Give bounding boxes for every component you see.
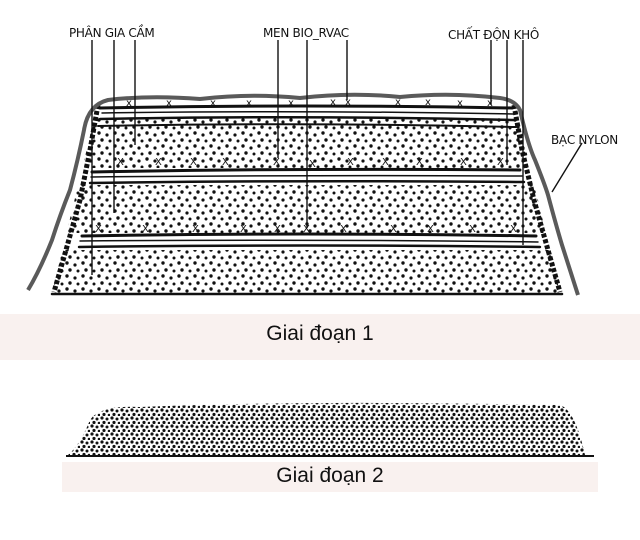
svg-text:x: x bbox=[210, 98, 216, 109]
leader-lines bbox=[91, 40, 583, 275]
svg-text:x: x bbox=[487, 98, 493, 109]
pile-body bbox=[52, 103, 560, 293]
svg-text:X: X bbox=[155, 157, 162, 168]
svg-text:X: X bbox=[222, 157, 229, 168]
label-manure: PHÂN GIA CẦM bbox=[69, 26, 155, 40]
svg-text:X: X bbox=[309, 159, 316, 170]
svg-text:X: X bbox=[190, 157, 197, 168]
svg-text:X: X bbox=[497, 157, 504, 168]
nylon-cover bbox=[26, 92, 580, 296]
svg-text:X: X bbox=[510, 224, 517, 235]
svg-text:X: X bbox=[303, 224, 310, 235]
stage2-caption-band: Giai đoạn 2 bbox=[62, 462, 598, 492]
svg-text:X: X bbox=[142, 224, 149, 235]
svg-text:x: x bbox=[330, 97, 336, 108]
svg-text:x: x bbox=[425, 97, 431, 108]
svg-text:x: x bbox=[126, 98, 132, 109]
label-bio-yeast: MEN BIO_RVAC bbox=[263, 26, 349, 40]
svg-text:x: x bbox=[246, 98, 252, 109]
svg-text:X: X bbox=[382, 157, 389, 168]
label-nylon-cover: BẠC NYLON bbox=[551, 133, 618, 147]
stage2-caption: Giai đoạn 2 bbox=[276, 464, 384, 487]
svg-text:X: X bbox=[460, 157, 467, 168]
svg-text:X: X bbox=[192, 224, 199, 235]
svg-text:x: x bbox=[457, 98, 463, 109]
svg-text:X: X bbox=[240, 224, 247, 235]
svg-text:x: x bbox=[288, 98, 294, 109]
svg-text:X: X bbox=[95, 224, 102, 235]
svg-text:X: X bbox=[347, 157, 354, 168]
stage2-pile-illustration bbox=[66, 402, 594, 457]
svg-text:x: x bbox=[395, 97, 401, 108]
svg-text:X: X bbox=[340, 224, 347, 235]
svg-text:X: X bbox=[273, 157, 280, 168]
stage1-caption-band: Giai đoạn 1 bbox=[0, 314, 640, 360]
svg-text:x: x bbox=[345, 97, 351, 108]
svg-text:X: X bbox=[390, 224, 397, 235]
svg-text:x: x bbox=[166, 98, 172, 109]
svg-text:X: X bbox=[274, 224, 281, 235]
svg-text:X: X bbox=[469, 224, 476, 235]
svg-text:X: X bbox=[117, 157, 124, 168]
dry-bedding-layers bbox=[50, 104, 564, 296]
svg-text:X: X bbox=[416, 157, 423, 168]
svg-text:X: X bbox=[427, 224, 434, 235]
label-dry-bedding: CHẤT ĐỘN KHÔ bbox=[448, 28, 540, 42]
stage1-caption: Giai đoạn 1 bbox=[266, 322, 374, 345]
